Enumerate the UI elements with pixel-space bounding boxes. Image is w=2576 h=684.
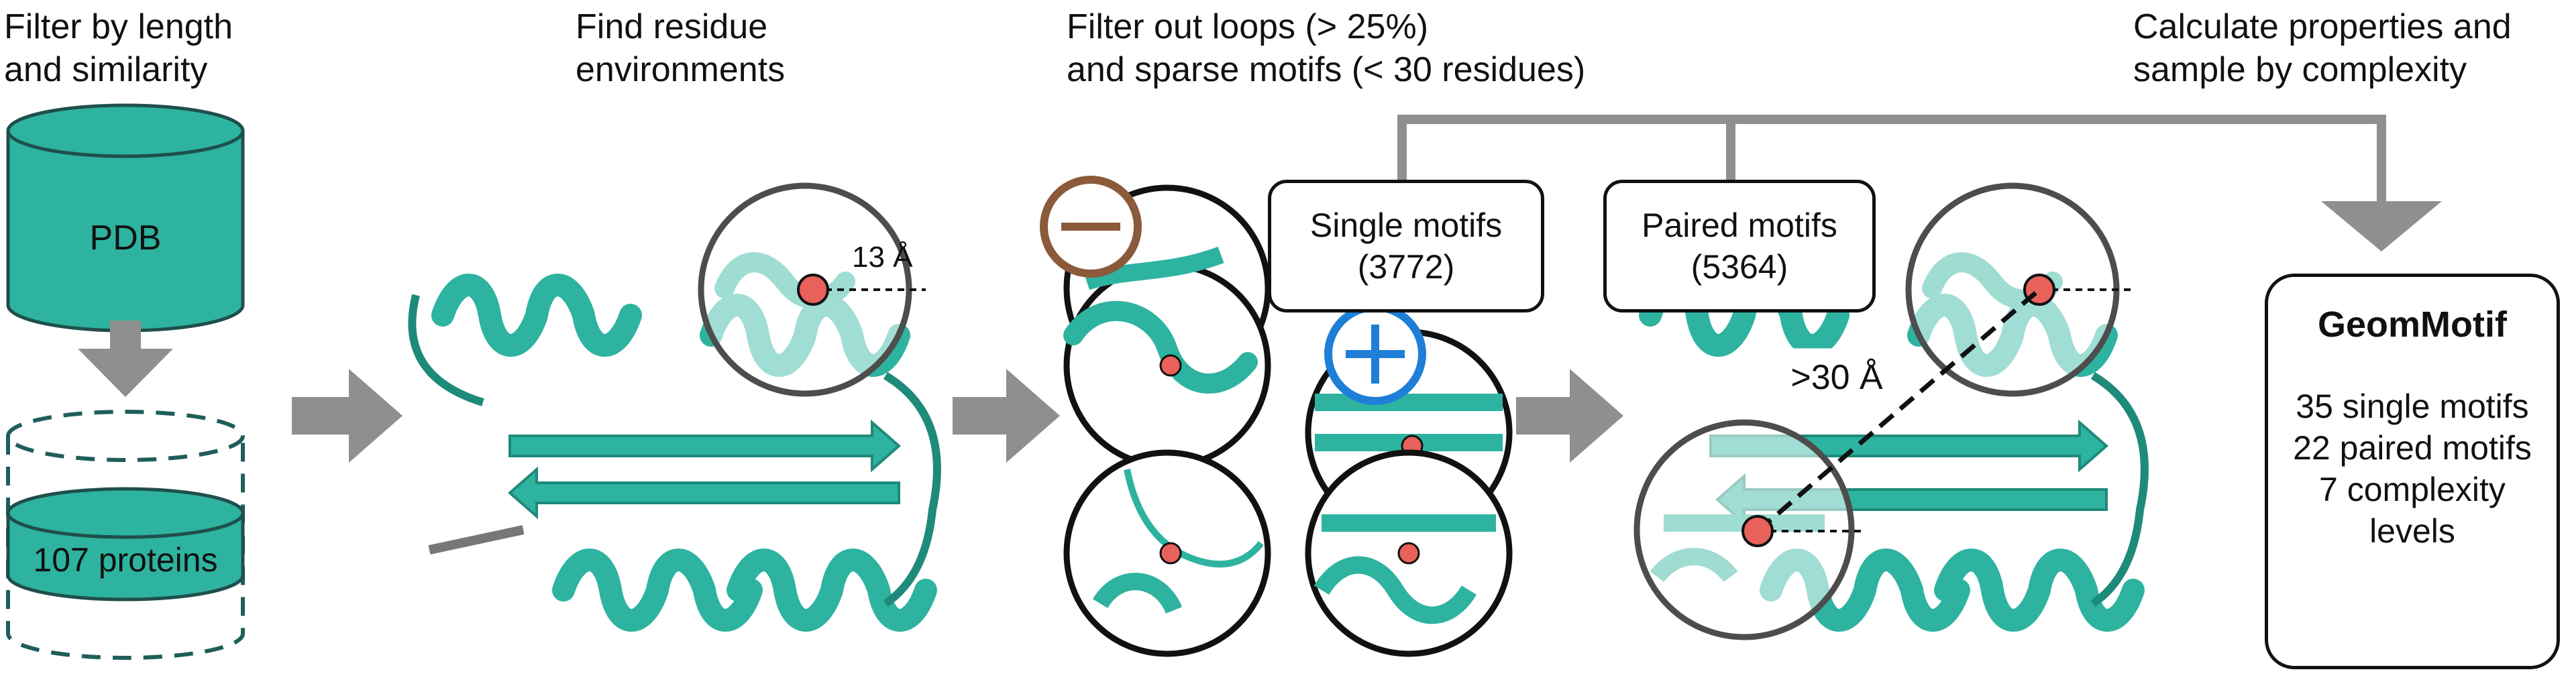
step-environments-caption: Find residue environments bbox=[576, 5, 785, 91]
plus-circle-icon bbox=[1324, 303, 1426, 405]
step-properties-line2: sample by complexity bbox=[2133, 50, 2467, 89]
proteins-label: 107 proteins bbox=[33, 541, 217, 579]
residue-dot bbox=[1159, 354, 1182, 377]
bracket-connector bbox=[1397, 115, 2386, 201]
result-line: 35 single motifs bbox=[2296, 388, 2529, 425]
step-filter-line1: Filter by length bbox=[4, 7, 233, 46]
radius-label: 13 Å bbox=[852, 241, 913, 274]
pdb-label: PDB bbox=[90, 219, 162, 258]
step-filter-line2: and similarity bbox=[4, 50, 208, 89]
step-loops-line1: Filter out loops (> 25%) bbox=[1067, 7, 1429, 46]
right-arrow-icon bbox=[1516, 369, 1623, 463]
residue-dot bbox=[1741, 515, 1774, 547]
accepted-lenses bbox=[1305, 329, 1513, 657]
step-loops-caption: Filter out loops (> 25%) and sparse motif… bbox=[1067, 5, 1585, 91]
pdb-database-icon: PDB bbox=[6, 103, 245, 333]
paired-motifs-count: (5364) bbox=[1690, 248, 1788, 286]
step-properties-caption: Calculate properties and sample by comple… bbox=[2133, 5, 2512, 91]
paired-motifs-label: Paired motifs bbox=[1642, 207, 1837, 244]
right-arrow-icon bbox=[292, 369, 402, 463]
paired-motifs-box: Paired motifs (5364) bbox=[1603, 180, 1876, 312]
rejected-lenses bbox=[1063, 184, 1271, 657]
single-motifs-count: (3772) bbox=[1357, 248, 1455, 286]
distance-label: >30 Å bbox=[1790, 358, 1883, 397]
residue-dot bbox=[1397, 542, 1420, 565]
step-filter-caption: Filter by length and similarity bbox=[4, 5, 233, 91]
step-environments-line1: Find residue bbox=[576, 7, 768, 46]
result-line: 22 paired motifs bbox=[2293, 429, 2532, 467]
distance-label-bg bbox=[1778, 348, 1895, 407]
protein-structure-1: 13 Å bbox=[408, 182, 941, 620]
single-motifs-box: Single motifs (3772) bbox=[1268, 180, 1544, 312]
single-motifs-label: Single motifs bbox=[1309, 207, 1503, 244]
proteins-cylinder-icon: 107 proteins bbox=[6, 410, 245, 660]
result-line: levels bbox=[2369, 512, 2455, 550]
step-properties-line1: Calculate properties and bbox=[2133, 7, 2512, 46]
residue-dot bbox=[797, 274, 829, 306]
residue-dot bbox=[1159, 542, 1182, 565]
protein-structure-2: >30 Å bbox=[1633, 182, 2149, 640]
minus-circle-icon bbox=[1040, 176, 1142, 278]
result-title: GeomMotif bbox=[2318, 304, 2507, 345]
geommotif-result-box: GeomMotif 35 single motifs 22 paired mot… bbox=[2265, 274, 2560, 669]
step-loops-line2: and sparse motifs (< 30 residues) bbox=[1067, 50, 1586, 89]
down-arrow-icon bbox=[2321, 201, 2442, 251]
down-arrow-icon bbox=[78, 321, 173, 397]
step-environments-line2: environments bbox=[576, 50, 786, 89]
result-line: 7 complexity bbox=[2319, 471, 2506, 508]
right-arrow-icon bbox=[953, 369, 1060, 463]
